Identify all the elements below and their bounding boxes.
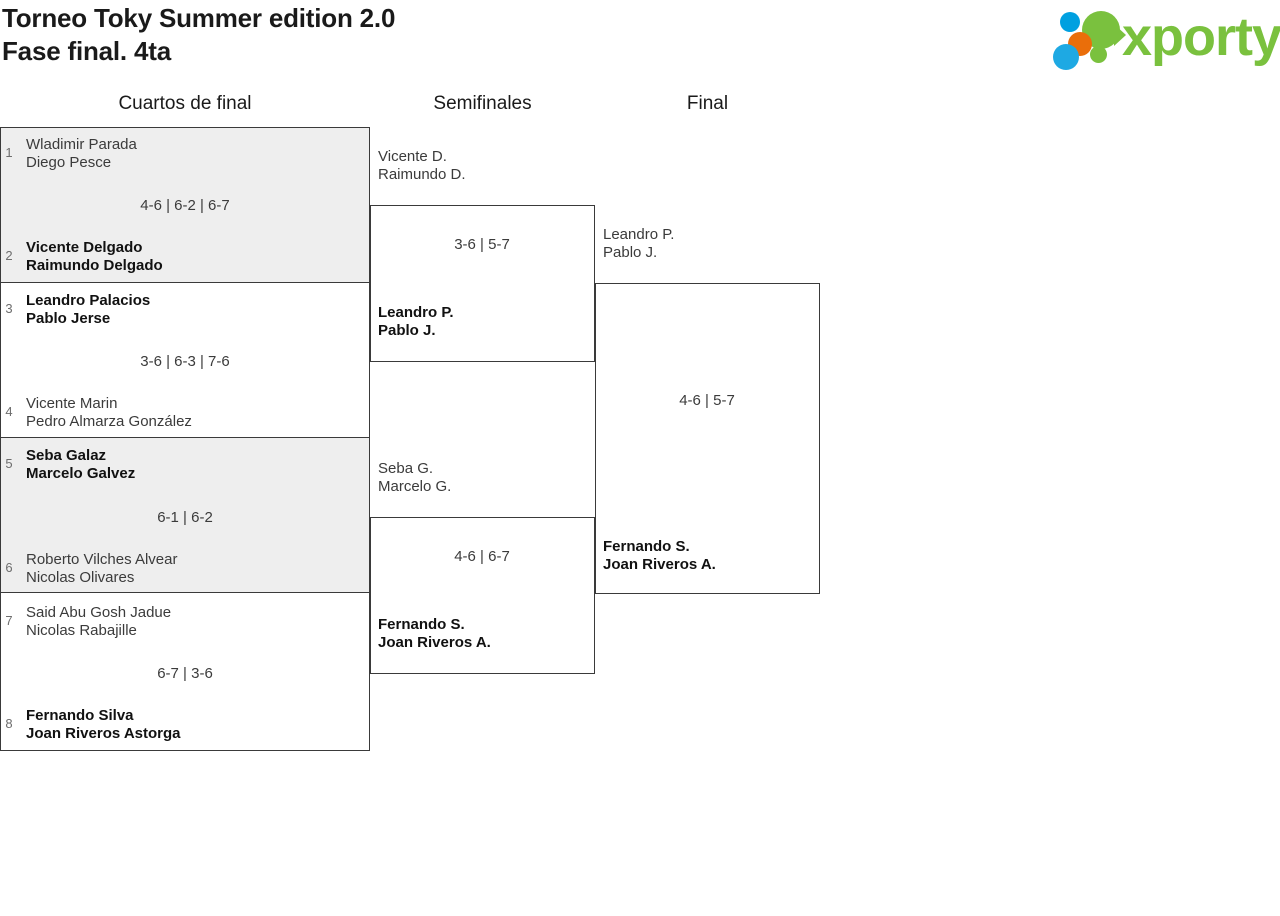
final-match-box[interactable] xyxy=(595,283,820,594)
player-name: Leandro P. xyxy=(603,226,675,243)
logo-dot-green-small xyxy=(1090,46,1107,63)
quarterfinal-1-score: 4-6 | 6-2 | 6-7 xyxy=(140,197,230,214)
round-headers: Cuartos de final Semifinales Final xyxy=(0,92,1280,122)
player-name: Nicolas Olivares xyxy=(26,569,135,586)
seed-number: 6 xyxy=(5,560,13,575)
seed-number: 8 xyxy=(5,716,13,731)
seed-number: 3 xyxy=(5,301,13,316)
logo-chevron-icon xyxy=(1114,24,1126,46)
xporty-logo[interactable]: xporty xyxy=(1050,6,1280,70)
player-name: Vicente D. xyxy=(378,148,447,165)
team-names: Roberto Vilches Alvear Nicolas Olivares xyxy=(26,551,177,587)
team-names: Vicente Marin Pedro Almarza González xyxy=(26,395,192,431)
logo-dots-icon xyxy=(1050,6,1128,70)
round-header-quarterfinals: Cuartos de final xyxy=(118,93,252,114)
team-names: Vicente D. Raimundo D. xyxy=(378,148,466,184)
logo-wordmark: xporty xyxy=(1122,7,1280,67)
quarterfinal-3-score: 6-1 | 6-2 xyxy=(157,509,213,526)
team-names: Fernando S. Joan Riveros A. xyxy=(603,538,716,574)
semifinal-match-2-box[interactable] xyxy=(370,517,595,674)
player-name: Marcelo G. xyxy=(378,478,452,495)
logo-dot-blue-bottom xyxy=(1053,44,1079,70)
quarterfinal-match-2-box[interactable] xyxy=(0,282,370,438)
quarterfinal-match-1-box[interactable] xyxy=(0,127,370,283)
player-name: Marcelo Galvez xyxy=(26,465,136,482)
quarterfinal-match-4-box[interactable] xyxy=(0,592,370,751)
team-names: Seba G. Marcelo G. xyxy=(378,460,451,496)
player-name: Vicente Marin xyxy=(26,395,118,412)
player-name: Roberto Vilches Alvear xyxy=(26,551,178,568)
player-name: Nicolas Rabajille xyxy=(26,622,137,639)
player-name: Leandro P. xyxy=(378,304,454,321)
semifinal-2-score: 4-6 | 6-7 xyxy=(454,548,510,565)
page-title: Torneo Toky Summer edition 2.0 Fase fina… xyxy=(2,2,395,68)
quarterfinal-4-score: 6-7 | 3-6 xyxy=(157,665,213,682)
team-names: Leandro P. Pablo J. xyxy=(603,226,674,262)
player-name: Wladimir Parada xyxy=(26,136,137,153)
player-name: Raimundo Delgado xyxy=(26,257,163,274)
player-name: Said Abu Gosh Jadue xyxy=(26,604,172,621)
team-names: Vicente Delgado Raimundo Delgado xyxy=(26,239,163,275)
logo-dot-blue-top xyxy=(1060,12,1080,32)
player-name: Joan Riveros A. xyxy=(378,634,491,651)
seed-number: 5 xyxy=(5,456,13,471)
team-names: Leandro Palacios Pablo Jerse xyxy=(26,292,150,328)
round-header-final: Final xyxy=(686,93,729,114)
player-name: Fernando S. xyxy=(378,616,465,633)
player-name: Fernando Silva xyxy=(26,707,134,724)
seed-number: 7 xyxy=(5,613,13,628)
semifinal-match-1-box[interactable] xyxy=(370,205,595,362)
player-name: Leandro Palacios xyxy=(26,292,151,309)
team-names: Leandro P. Pablo J. xyxy=(378,304,454,340)
seed-number: 4 xyxy=(5,404,13,419)
page-header: Torneo Toky Summer edition 2.0 Fase fina… xyxy=(0,0,1280,76)
player-name: Raimundo D. xyxy=(378,166,466,183)
semifinal-1-score: 3-6 | 5-7 xyxy=(454,236,510,253)
player-name: Seba Galaz xyxy=(26,447,107,464)
final-score: 4-6 | 5-7 xyxy=(679,392,735,409)
team-names: Said Abu Gosh Jadue Nicolas Rabajille xyxy=(26,604,171,640)
team-names: Fernando S. Joan Riveros A. xyxy=(378,616,491,652)
quarterfinal-2-score: 3-6 | 6-3 | 7-6 xyxy=(140,353,230,370)
player-name: Pablo J. xyxy=(378,322,436,339)
seed-number: 2 xyxy=(5,248,13,263)
player-name: Pablo Jerse xyxy=(26,310,111,327)
team-names: Fernando Silva Joan Riveros Astorga xyxy=(26,707,181,743)
player-name: Diego Pesce xyxy=(26,154,112,171)
seed-number: 1 xyxy=(5,145,13,160)
quarterfinal-match-3-box[interactable] xyxy=(0,437,370,593)
player-name: Fernando S. xyxy=(603,538,690,555)
player-name: Joan Riveros A. xyxy=(603,556,716,573)
tournament-phase: Fase final. 4ta xyxy=(2,36,171,66)
team-names: Seba Galaz Marcelo Galvez xyxy=(26,447,135,483)
player-name: Pablo J. xyxy=(603,244,658,261)
player-name: Vicente Delgado xyxy=(26,239,143,256)
team-names: Wladimir Parada Diego Pesce xyxy=(26,136,137,172)
tournament-name: Torneo Toky Summer edition 2.0 xyxy=(2,3,396,33)
player-name: Seba G. xyxy=(378,460,434,477)
player-name: Pedro Almarza González xyxy=(26,413,192,430)
player-name: Joan Riveros Astorga xyxy=(26,725,181,742)
round-header-semifinals: Semifinales xyxy=(433,93,532,114)
